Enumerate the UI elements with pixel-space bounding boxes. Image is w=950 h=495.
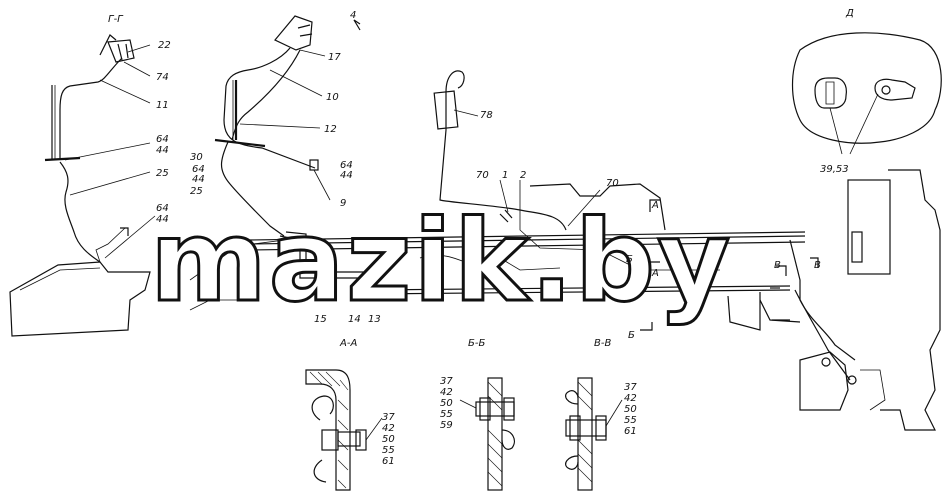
- callout-44-d: 44: [340, 170, 353, 181]
- left-fragment: [9, 34, 156, 337]
- callout-64-a: 64: [156, 134, 169, 145]
- callout-70-b: 70: [606, 178, 619, 189]
- detail-d-outline: [791, 32, 942, 144]
- section-bb: [459, 377, 515, 491]
- section-title-gg: Г-Г: [108, 14, 124, 25]
- section-title-d: Д: [845, 8, 854, 19]
- cut-letter-b-top: Б: [626, 254, 633, 265]
- stack-aa-item: 37: [382, 412, 395, 423]
- callout-14: 14: [348, 314, 361, 325]
- cut-letter-b-bottom: Б: [628, 330, 635, 341]
- callout-30: 30: [190, 152, 203, 163]
- stack-aa-item: 42: [382, 423, 395, 434]
- cut-letter-v-right: В: [814, 260, 821, 271]
- callout-4: 4: [350, 10, 356, 21]
- bracket-top-left: [99, 34, 135, 63]
- callout-39-53: 39,53: [820, 164, 849, 175]
- cut-letter-a-bottom: А: [651, 268, 659, 279]
- callout-2: 2: [520, 170, 526, 181]
- stack-vv-item: 42: [624, 393, 637, 404]
- callout-9: 9: [340, 198, 346, 209]
- pipe-11: [59, 57, 123, 160]
- watermark-text: mazik.by: [150, 197, 732, 327]
- vv-plate: [577, 377, 593, 491]
- callout-22: 22: [158, 40, 171, 51]
- callout-17: 17: [328, 52, 341, 63]
- vv-bolt: [565, 419, 607, 437]
- stack-vv-item: 55: [624, 415, 637, 426]
- callout-15: 15: [314, 314, 327, 325]
- aa-bolt-body: [337, 431, 361, 447]
- hook: [445, 70, 465, 93]
- bb-bolt: [475, 401, 515, 417]
- detail-d: [791, 32, 942, 155]
- stack-vv-item: 37: [624, 382, 637, 393]
- stack-bb-item: 37: [440, 376, 453, 387]
- stack-vv-item: 50: [624, 404, 637, 415]
- aa-channel: [305, 369, 351, 491]
- callout-44-a: 44: [156, 145, 169, 156]
- callout-64-c: 64: [192, 164, 205, 175]
- callout-78: 78: [480, 110, 493, 121]
- callout-64-d: 64: [340, 160, 353, 171]
- pipe-10: [223, 47, 316, 169]
- callout-64-b: 64: [156, 203, 169, 214]
- callout-25-b: 25: [190, 186, 203, 197]
- callout-74: 74: [156, 72, 169, 83]
- section-title-aa: А-А: [339, 338, 357, 349]
- section-vv: [565, 377, 623, 491]
- stack-bb-item: 55: [440, 409, 453, 420]
- stack-vv-item: 61: [624, 426, 637, 437]
- pipe-25-left: [59, 161, 101, 263]
- right-assembly: [759, 169, 941, 431]
- callout-25-a: 25: [156, 168, 169, 179]
- stack-bb-item: 42: [440, 387, 453, 398]
- stack-aa-item: 55: [382, 445, 395, 456]
- section-aa: [305, 369, 383, 491]
- frame-base-left: [9, 261, 151, 337]
- stack-bb-item: 59: [440, 420, 453, 431]
- callout-10: 10: [326, 92, 339, 103]
- pipe-78-fragment: [433, 70, 601, 231]
- callout-44-c: 44: [192, 174, 205, 185]
- stack-aa: 37 42 50 55 61: [382, 412, 395, 467]
- bracket-top-middle: [274, 15, 313, 51]
- stack-bb: 37 42 50 55 59: [440, 376, 453, 431]
- main-frame: [249, 180, 806, 331]
- middle-left-fragment: [189, 15, 372, 311]
- stack-aa-item: 61: [382, 456, 395, 467]
- pipe-78: [439, 92, 567, 231]
- cut-letter-a-top: А: [651, 200, 659, 211]
- stack-bb-item: 50: [440, 398, 453, 409]
- callout-70-a: 70: [476, 170, 489, 181]
- section-title-bb: Б-Б: [468, 338, 485, 349]
- cut-letter-v-left: В: [774, 260, 781, 271]
- pipe-25-middle: [220, 141, 285, 237]
- section-title-vv: В-В: [594, 338, 611, 349]
- callout-44-b: 44: [156, 214, 169, 225]
- stack-vv: 37 42 50 55 61: [624, 382, 637, 437]
- callout-11: 11: [156, 100, 169, 111]
- bb-plate: [487, 377, 503, 491]
- cut-markers: [120, 19, 819, 331]
- callout-13: 13: [368, 314, 381, 325]
- stack-aa-item: 50: [382, 434, 395, 445]
- callout-12: 12: [324, 124, 337, 135]
- callout-1: 1: [502, 170, 508, 181]
